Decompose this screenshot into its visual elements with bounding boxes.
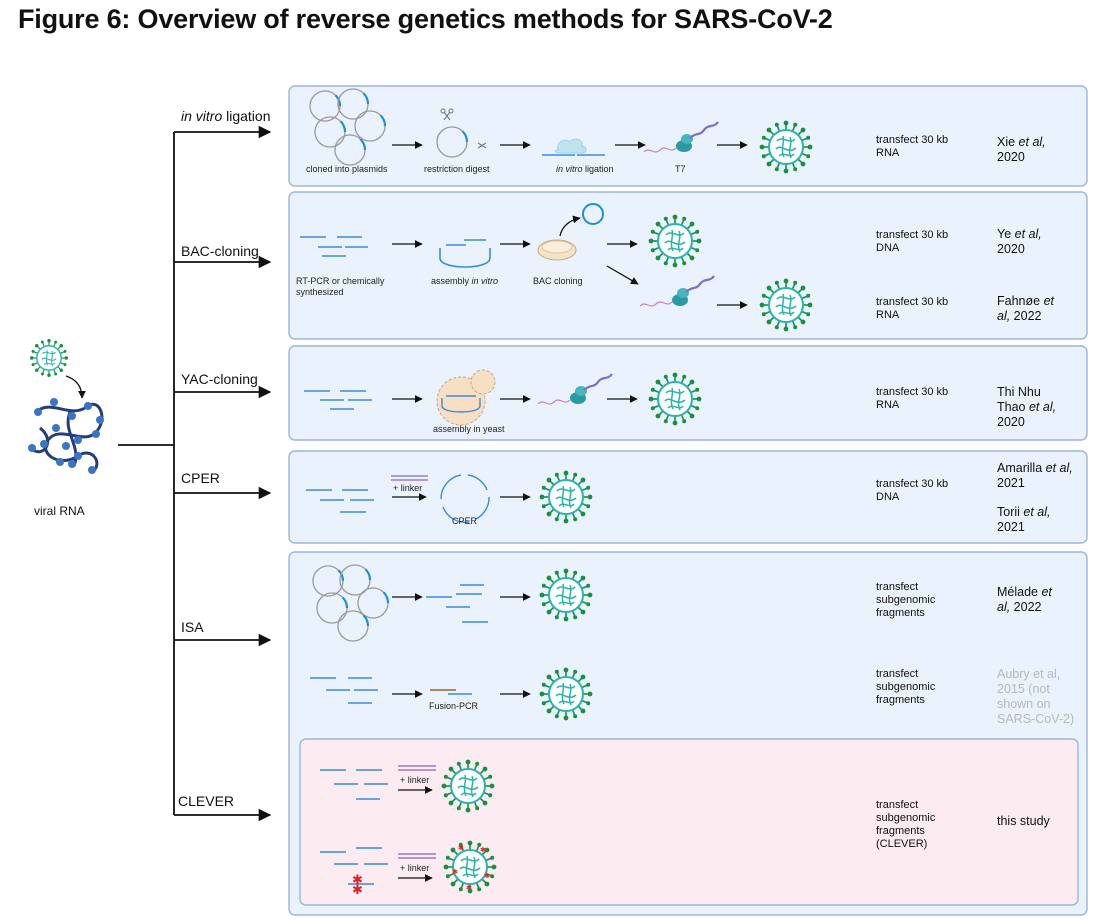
source-arrow [65,375,86,399]
step-assembly-in-yeast: assembly in yeast [433,424,505,434]
arrow [606,265,639,285]
ref-fahnoe-2022: Fahnøe et al, 2022 [997,294,1057,323]
virus-icon [647,213,703,269]
cper-ring-icon [440,474,490,523]
virus-icon [538,666,594,722]
mutation-star-icon: ✱ ✱ [352,872,363,897]
svg-text:✱: ✱ [466,884,472,892]
ref-aubry-2015: Aubry et al, 2015 (not shown on SARS-CoV… [997,667,1074,726]
ref-ye-2020: Ye et al, 2020 [997,227,1045,256]
method-label-in-vitro-ligation: in vitro ligation [181,108,271,124]
fragments-icon [310,677,378,704]
svg-text:✱: ✱ [458,844,464,852]
step-cper: CPER [452,516,478,526]
method-label-clever: CLEVER [178,793,234,809]
svg-text:✱: ✱ [352,872,363,887]
fragments-icon [306,489,374,513]
assembly-in-vitro-icon [439,239,491,268]
svg-text:✱: ✱ [452,868,458,876]
step-plus-linker: + linker [400,775,429,785]
transfect-clever: transfect subgenomic fragments (CLEVER) [876,799,938,850]
fragments-icon [300,236,368,257]
mutant-virus-icon: ✱ ✱ ✱ ✱ ✱ [442,839,498,895]
step-cloned-into-plasmids: cloned into plasmids [306,164,388,174]
step-fusion-pcr: Fusion-PCR [429,701,479,711]
yeast-icon [436,369,496,426]
panel-cper [288,450,1088,544]
panel-clever [299,738,1079,906]
virus-icon [758,119,814,175]
fragments-icon [426,584,488,623]
method-label-isa: ISA [181,619,204,635]
fusion-pcr-icon [430,689,472,695]
linker-icon [398,853,436,859]
virus-icon [758,277,814,333]
ref-amarilla-2021: Amarilla et al, 2021 [997,461,1076,490]
virus-icon [538,469,594,525]
bac-cloning-icon [537,203,604,261]
viral-rna-label: viral RNA [34,504,85,518]
method-label-cper: CPER [181,470,220,486]
method-label-yac-cloning: YAC-cloning [181,371,258,387]
ref-torii-2021: Torii et al, 2021 [997,505,1054,534]
svg-text:✱: ✱ [484,872,490,880]
ref-thao-2020: Thi Nhu Thao et al, 2020 [997,385,1060,429]
virus-icon [440,758,496,814]
panel-bac-cloning [288,191,1088,340]
transfect-isa-plasmid: transfect subgenomic fragments [876,581,938,619]
step-in-vitro-ligation: in vitro ligation [556,164,614,174]
step-assembly-in-vitro: assembly in vitro [431,276,498,286]
ref-melade-2022: Mélade et al, 2022 [997,585,1055,614]
virus-icon [538,567,594,623]
step-restriction-digest: restriction digest [424,164,490,174]
fragments-icon [304,390,372,410]
linker-icon [398,765,436,771]
method-label-bac-cloning: BAC-cloning [181,243,259,259]
step-bac-cloning: BAC cloning [533,276,583,286]
step-t7: T7 [675,164,686,174]
ligation-icon [542,138,605,156]
svg-text:✱: ✱ [480,846,486,854]
linker-icon [391,475,428,481]
svg-text:✱: ✱ [352,882,363,897]
viral-rna-icon [28,398,104,474]
ref-xie-2020: Xie et al, 2020 [997,135,1049,164]
step-plus-linker: + linker [393,483,422,493]
transfect-isa-fusion: transfect subgenomic fragments [876,668,938,706]
source-virus-icon [29,338,69,378]
ref-this-study: this study [997,814,1051,828]
restriction-digest-icon [436,108,487,158]
fragments-mutated-icon [320,847,388,885]
figure-title: Figure 6: Overview of reverse genetics m… [18,4,833,34]
step-plus-linker: + linker [400,863,429,873]
virus-icon [647,371,703,427]
fragments-icon [320,769,388,800]
branch-tree [118,125,272,822]
